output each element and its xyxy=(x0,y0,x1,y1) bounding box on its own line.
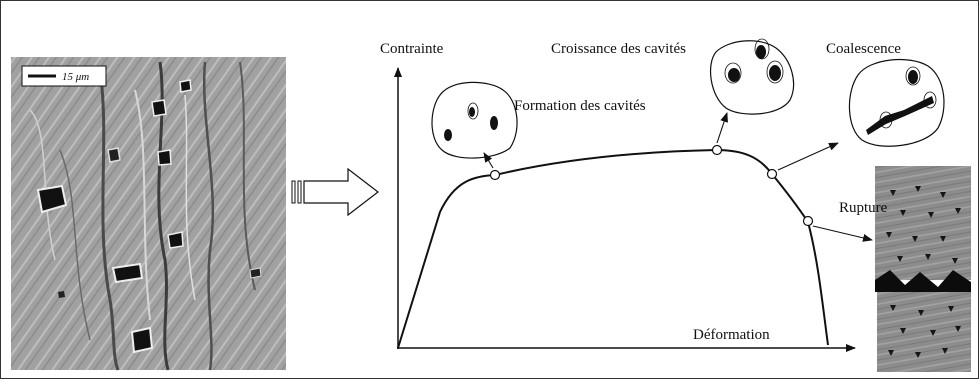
stage-marker-growth xyxy=(713,146,722,155)
label-rupture: Rupture xyxy=(839,200,888,216)
cavity xyxy=(113,264,142,282)
stage-marker-coalescence xyxy=(768,170,777,179)
cavity xyxy=(168,232,183,248)
label-formation: Formation des cavités xyxy=(514,98,646,114)
cavity xyxy=(180,80,191,92)
sem-micrograph: 15 μm xyxy=(11,57,286,370)
transition-arrow xyxy=(292,169,378,215)
growth-sketch xyxy=(711,39,794,114)
label-coalescence: Coalescence xyxy=(826,41,901,57)
stress-strain-curve xyxy=(398,150,828,348)
formation-sketch xyxy=(432,82,517,158)
scale-bar-label: 15 μm xyxy=(62,71,89,83)
cavity xyxy=(152,100,166,116)
cavity xyxy=(108,148,120,162)
y-axis-label: Contrainte xyxy=(380,41,444,57)
cavity xyxy=(158,150,171,165)
rupture-specimen xyxy=(875,166,971,372)
cavity xyxy=(58,291,65,298)
cavity xyxy=(132,328,152,352)
label-growth: Croissance des cavités xyxy=(551,41,686,57)
coalescence-sketch xyxy=(849,60,944,147)
stage-marker-formation xyxy=(491,171,500,180)
x-axis-label: Déformation xyxy=(693,327,770,343)
stage-marker-rupture xyxy=(804,217,813,226)
cavity xyxy=(250,268,261,278)
